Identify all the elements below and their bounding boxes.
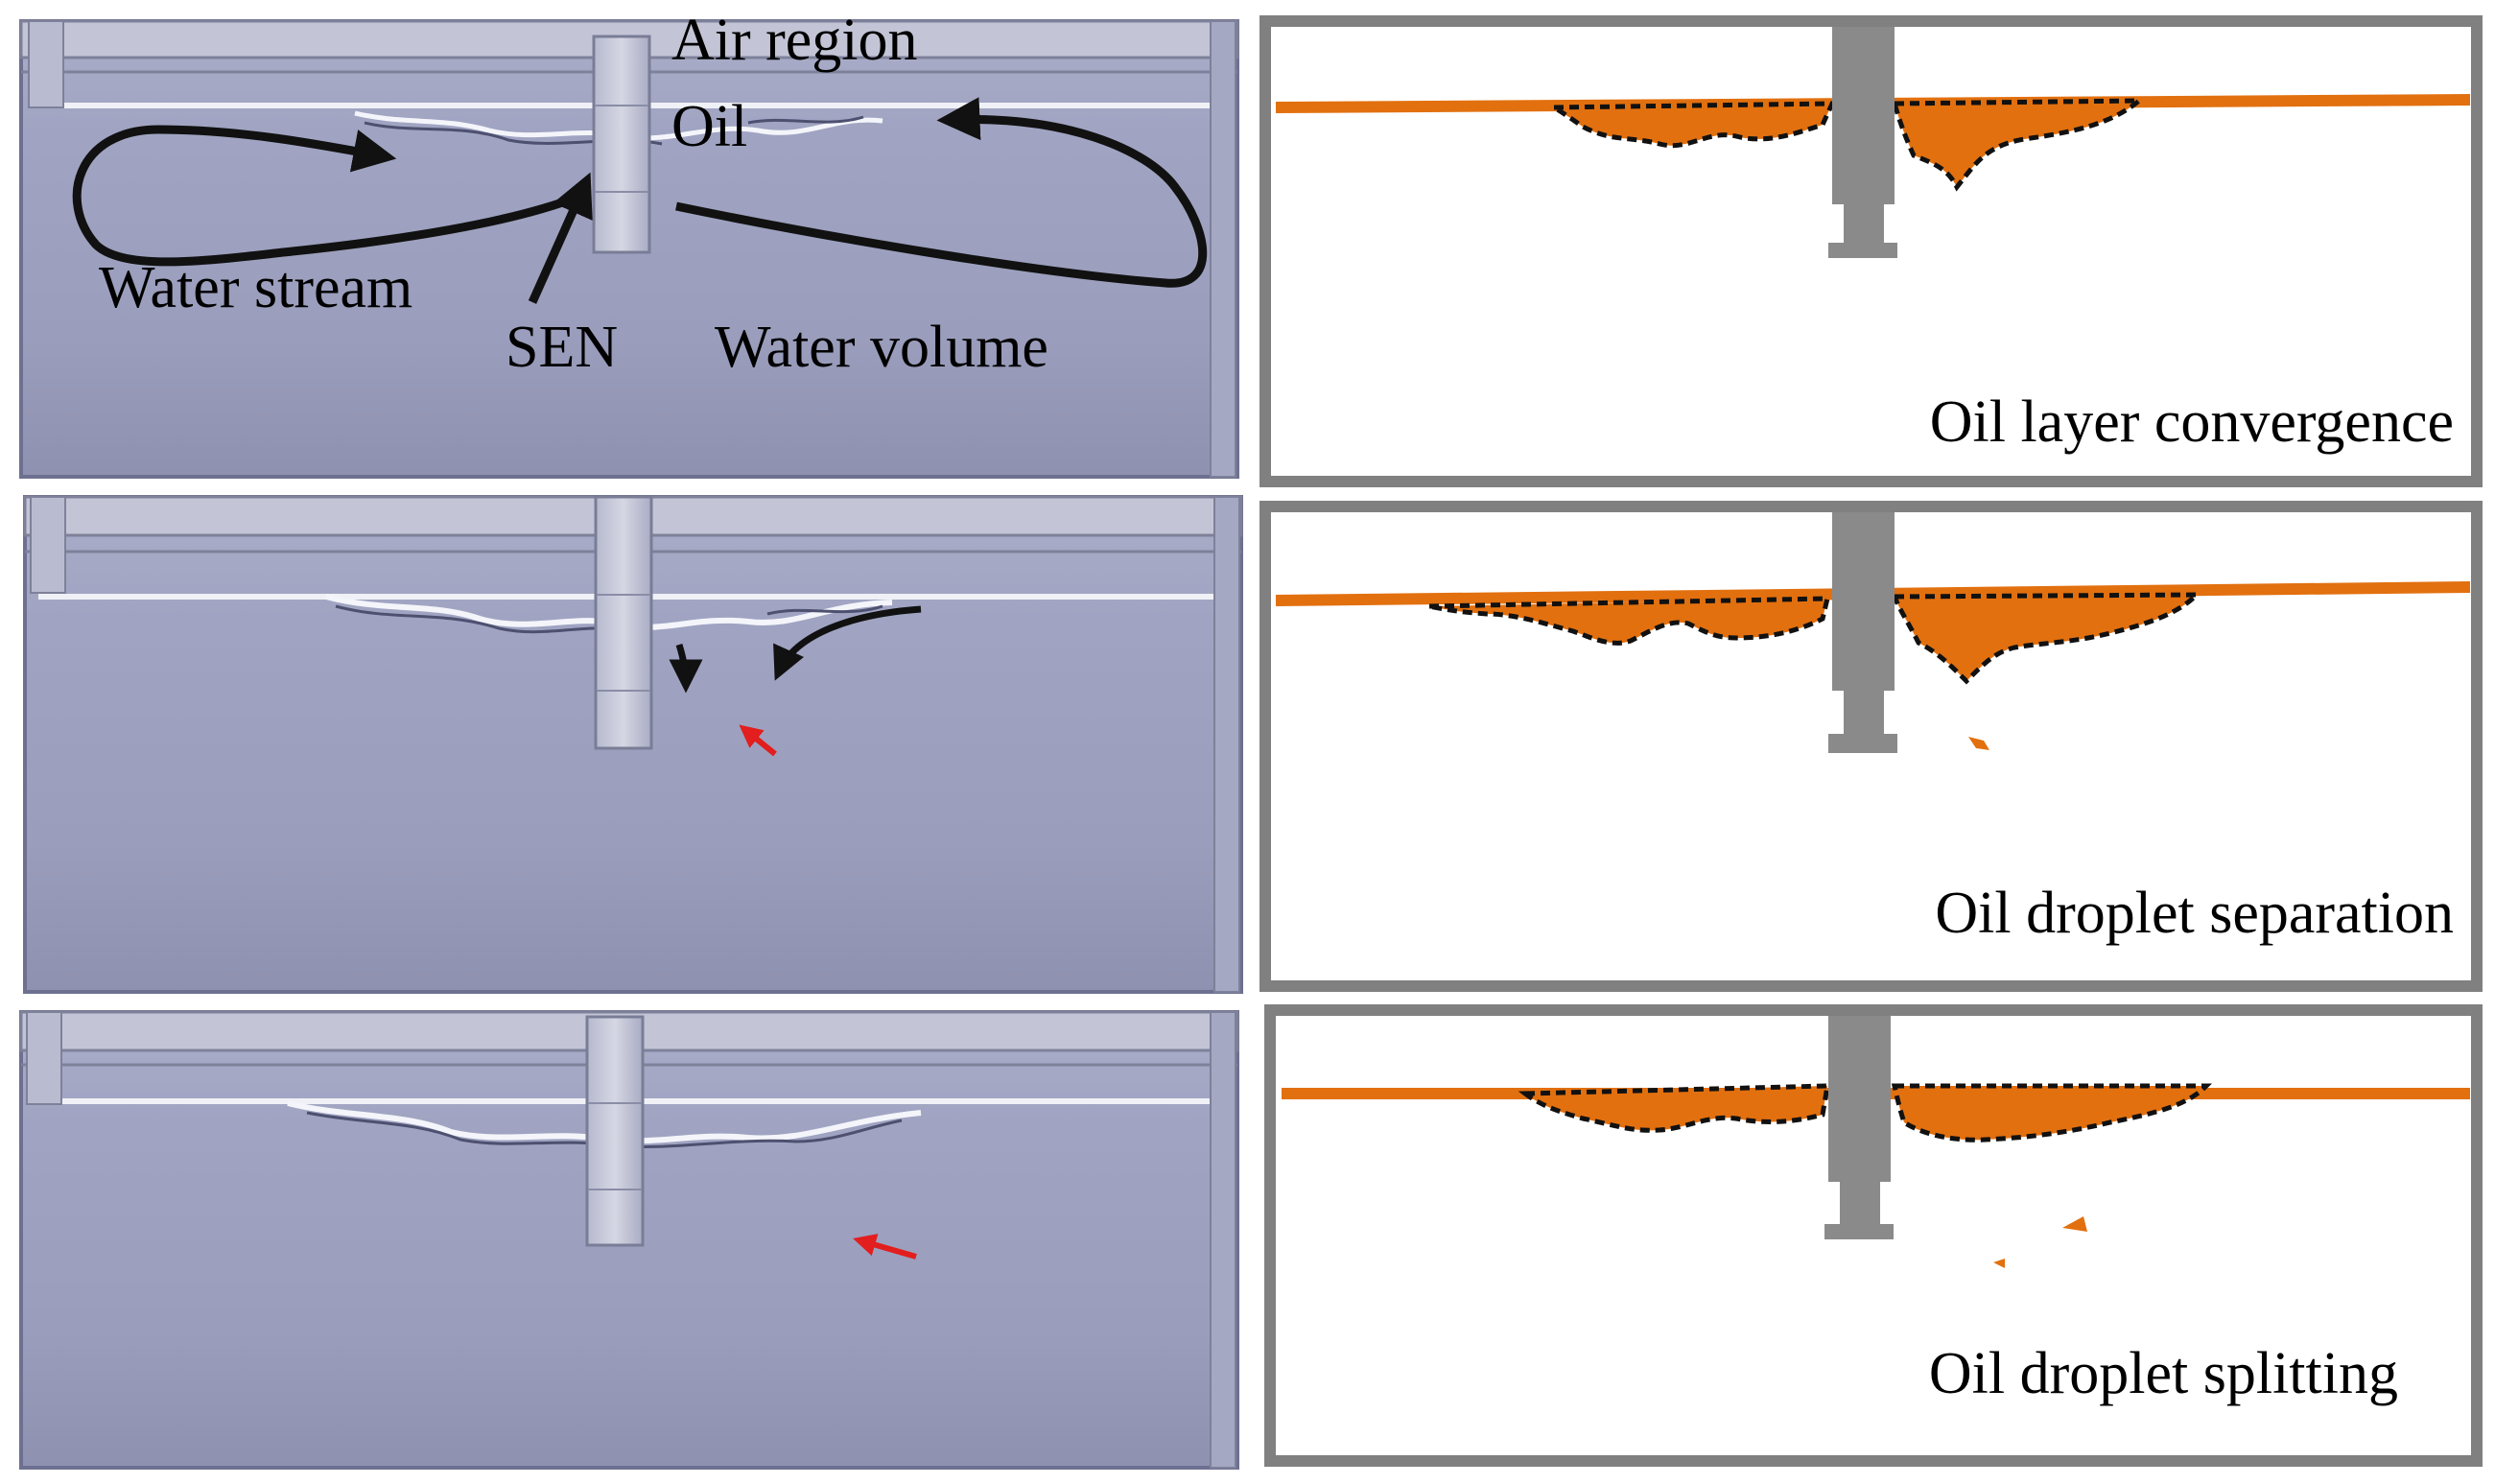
tank-side-wall bbox=[1210, 1011, 1236, 1469]
schematic-panel-3: Oil droplet splitting bbox=[1264, 1004, 2483, 1467]
sen-nozzle-tip bbox=[1828, 243, 1897, 258]
caption-oil-droplet-splitting: Oil droplet splitting bbox=[1929, 1341, 2398, 1406]
photo-panel-2 bbox=[23, 495, 1243, 994]
oil-accumulation bbox=[1891, 592, 2203, 685]
sen-pointer-arrow bbox=[528, 172, 593, 304]
water-stream-arrow bbox=[72, 125, 576, 267]
oil-accumulation bbox=[1428, 596, 1831, 646]
flow-arrow bbox=[773, 605, 922, 681]
water-stream-arrow bbox=[675, 97, 1208, 288]
oil-accumulation bbox=[1518, 1083, 1830, 1133]
sen-nozzle bbox=[1832, 27, 1895, 204]
photo-panel-1: Air region Oil Water stream SEN Water vo… bbox=[19, 8, 1239, 479]
oil-accumulation bbox=[1891, 98, 2147, 192]
oil-layer-wrinkles bbox=[747, 115, 864, 125]
tank-side-wall bbox=[1210, 20, 1236, 478]
label-air-region: Air region bbox=[671, 8, 918, 73]
oil-accumulation bbox=[1891, 1083, 2213, 1142]
sen-nozzle-tip bbox=[1828, 734, 1897, 753]
label-water-stream: Water stream bbox=[99, 255, 412, 320]
caption-oil-droplet-separation: Oil droplet separation bbox=[1935, 881, 2454, 946]
sen-nozzle-port bbox=[1844, 204, 1884, 243]
tank-side-wall bbox=[30, 496, 66, 594]
schematic-panel-2: Oil droplet separation bbox=[1259, 501, 2483, 992]
droplet-pointer-arrow bbox=[853, 1234, 917, 1260]
flow-arrow bbox=[669, 643, 703, 694]
oil-droplet bbox=[1993, 1259, 2005, 1268]
label-water-volume: Water volume bbox=[715, 315, 1048, 380]
sen-nozzle-port bbox=[1840, 1182, 1880, 1224]
sen-nozzle bbox=[1832, 512, 1895, 691]
tank-side-wall bbox=[1213, 496, 1240, 993]
caption-oil-layer-convergence: Oil layer convergence bbox=[1930, 389, 2454, 455]
schematic-panel-1: Oil layer convergence bbox=[1259, 15, 2483, 487]
label-oil: Oil bbox=[671, 94, 747, 159]
sen-nozzle bbox=[592, 35, 651, 254]
oil-layer-wrinkles bbox=[335, 604, 634, 634]
oil-droplet bbox=[2062, 1216, 2087, 1232]
photo-panel-3 bbox=[19, 1010, 1239, 1470]
label-sen: SEN bbox=[506, 315, 618, 380]
tank-side-wall bbox=[26, 1011, 62, 1105]
oil-layer-wrinkles bbox=[766, 604, 883, 616]
sen-nozzle bbox=[1828, 1016, 1891, 1182]
oil-accumulation bbox=[1545, 101, 1836, 149]
water-stream-arrow bbox=[157, 125, 397, 173]
sen-nozzle bbox=[594, 495, 653, 750]
sen-nozzle bbox=[585, 1015, 645, 1247]
sen-nozzle-tip bbox=[1824, 1224, 1894, 1239]
oil-droplet bbox=[1968, 737, 1989, 750]
tank-side-wall bbox=[28, 20, 64, 108]
droplet-pointer-arrow bbox=[739, 724, 777, 757]
sen-nozzle-port bbox=[1844, 691, 1884, 734]
